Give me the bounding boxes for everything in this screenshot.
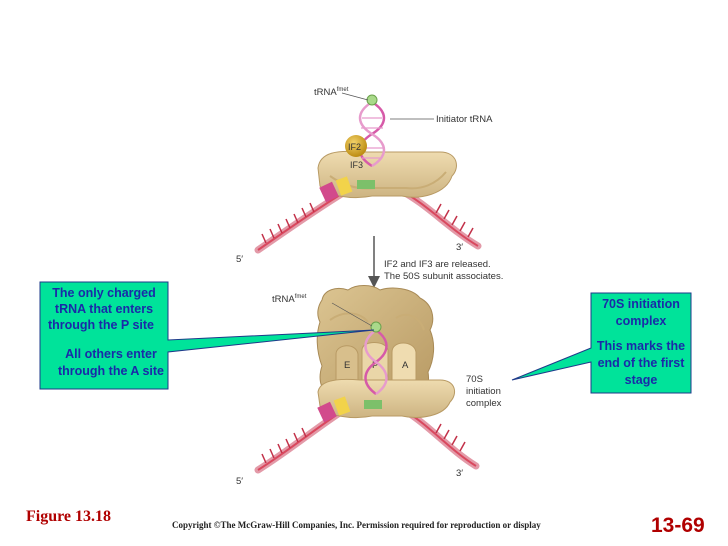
bottom-complex: E P A tRNAfmet 70S initiation complex 5′…	[236, 285, 502, 487]
complex-label-line1: 70S	[466, 374, 483, 385]
initiator-trna-bottom	[364, 328, 388, 396]
three-prime-top: 3′	[456, 242, 463, 253]
codon-yellow-top	[335, 176, 353, 196]
right-callout: 70S initiation complex This marks the en…	[511, 292, 692, 394]
site-p-label: P	[372, 360, 378, 371]
small-subunit-top	[317, 150, 457, 199]
trna-leader-top	[341, 92, 369, 101]
site-a-label: A	[402, 360, 409, 371]
top-complex: IF2 IF3 tRNAfmet Initiator tRNA 5′ 3′	[236, 87, 493, 265]
codon-yellow-bottom	[333, 396, 351, 416]
slide-number: 13-69	[651, 514, 705, 537]
left-callout-line3: through the P site	[48, 318, 154, 332]
left-callout-line4: All others enter	[65, 347, 157, 361]
three-prime-bottom: 3′	[456, 468, 463, 479]
fmet-ball-bottom	[370, 321, 382, 333]
trna-leader-bottom	[331, 302, 373, 327]
left-callout: The only charged tRNA that enters throug…	[39, 281, 375, 390]
codon-pink-bottom	[317, 401, 337, 423]
right-callout-line4: end of the first	[598, 356, 686, 370]
trna-label-bottom: tRNAfmet	[272, 294, 307, 305]
mrna-top	[254, 186, 482, 254]
site-e-label: E	[344, 360, 350, 371]
arrow-note-line2: The 50S subunit associates.	[384, 271, 503, 282]
codon-green-top	[357, 180, 375, 189]
transition-arrow: IF2 and IF3 are released. The 50S subuni…	[368, 236, 503, 288]
initiator-trna-label: Initiator tRNA	[436, 114, 493, 125]
complex-label-line3: complex	[466, 398, 502, 409]
left-callout-line1: The only charged	[52, 286, 156, 300]
right-callout-line2: complex	[616, 314, 667, 328]
complex-label-line2: initiation	[466, 386, 501, 397]
if2-label: IF2	[348, 142, 361, 152]
initiator-trna-top	[358, 100, 386, 168]
codon-pink-top	[319, 181, 339, 203]
arrow-note-line1: IF2 and IF3 are released.	[384, 259, 491, 270]
if2-protein	[345, 135, 367, 157]
small-subunit-bottom	[317, 378, 456, 419]
fmet-ball-top	[366, 94, 378, 106]
copyright-notice: Copyright ©The McGraw-Hill Companies, In…	[172, 520, 541, 530]
five-prime-bottom: 5′	[236, 476, 243, 487]
codon-green-bottom	[364, 400, 382, 409]
right-callout-line1: 70S initiation	[602, 297, 680, 311]
right-callout-line5: stage	[625, 373, 658, 387]
right-callout-line3: This marks the	[597, 339, 685, 353]
left-callout-line5: through the A site	[58, 364, 164, 378]
mrna-bottom	[254, 406, 480, 474]
five-prime-top: 5′	[236, 254, 243, 265]
trna-label-top: tRNAfmet	[314, 87, 349, 98]
left-callout-line2: tRNA that enters	[55, 302, 153, 316]
if3-label: IF3	[350, 160, 363, 170]
figure-label: Figure 13.18	[26, 508, 112, 525]
